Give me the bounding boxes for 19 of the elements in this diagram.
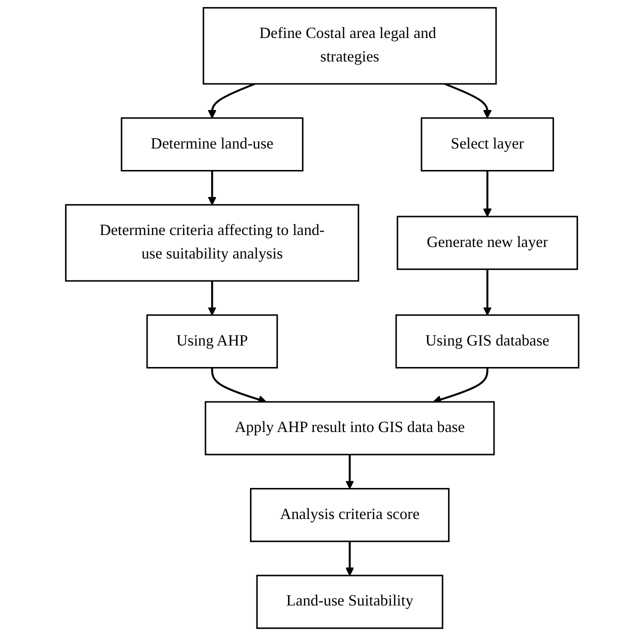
node-box [64, 204, 359, 282]
arrow [345, 454, 354, 490]
node-box [204, 401, 495, 456]
node-box [395, 314, 580, 368]
arrow [208, 82, 255, 118]
arrow [345, 541, 354, 576]
flowchart: Define Costal area legal and strategies Determine land-use Select layer Determine criteria affecting to land-use suitability analysis Generate new layer Using AHP Using GIS database Apply AHP result into GIS data base Analysis criteria score Land-use Suitability [58, 0, 586, 636]
node-box [420, 117, 554, 172]
node-box [146, 314, 278, 368]
arrow [482, 170, 492, 217]
node-box [396, 216, 578, 270]
arrow [208, 170, 216, 206]
node-box [250, 488, 450, 542]
arrow [482, 269, 492, 316]
node-box [120, 117, 304, 172]
node-box [256, 574, 444, 629]
arrow [208, 280, 216, 316]
arrow [444, 82, 492, 118]
node-box [202, 7, 497, 85]
